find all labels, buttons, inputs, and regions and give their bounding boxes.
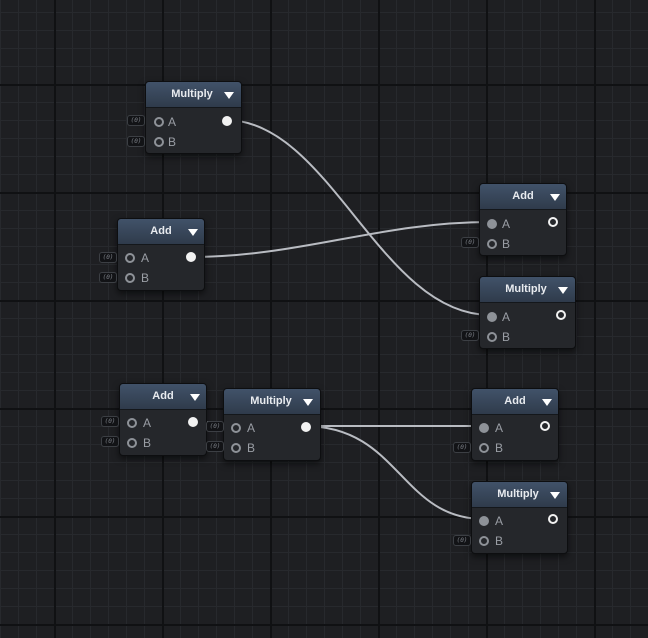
circle-port-icon[interactable] <box>479 443 489 453</box>
port-label: B <box>168 135 177 149</box>
circle-port-icon[interactable] <box>231 443 241 453</box>
circle-port-icon[interactable] <box>487 219 497 229</box>
output-port[interactable] <box>548 514 558 524</box>
circle-port-icon[interactable] <box>125 273 135 283</box>
node-title: Add <box>152 390 174 402</box>
node-title: Multiply <box>497 488 539 500</box>
add-node[interactable]: Add A B <box>119 383 207 456</box>
triangle-down-icon[interactable] <box>548 190 562 204</box>
circle-port-icon[interactable] <box>154 117 164 127</box>
add-node[interactable]: Add A B <box>117 218 205 291</box>
port-label: B <box>502 330 511 344</box>
port-label: B <box>502 237 511 251</box>
node-header[interactable]: Multiply <box>480 277 575 303</box>
circle-port-icon[interactable] <box>127 418 137 428</box>
node-title: Multiply <box>505 283 547 295</box>
node-header[interactable]: Add <box>118 219 204 245</box>
add-node[interactable]: Add A B <box>471 388 559 461</box>
circle-port-icon[interactable] <box>127 438 137 448</box>
port-label: A <box>247 421 256 435</box>
node-title: Add <box>512 190 534 202</box>
triangle-down-icon[interactable] <box>301 395 315 409</box>
default-value-a[interactable]: (0) <box>206 421 224 432</box>
default-value-b[interactable]: (0) <box>101 436 119 447</box>
node-title: Add <box>150 225 172 237</box>
triangle-down-icon[interactable] <box>186 225 200 239</box>
node-header[interactable]: Multiply <box>224 389 320 415</box>
circle-port-icon[interactable] <box>479 423 489 433</box>
circle-port-icon[interactable] <box>154 137 164 147</box>
circle-port-icon[interactable] <box>479 536 489 546</box>
default-value-a[interactable]: (0) <box>99 252 117 263</box>
circle-port-icon[interactable] <box>125 253 135 263</box>
node-title: Multiply <box>250 395 292 407</box>
port-label: B <box>247 441 256 455</box>
port-label: A <box>495 514 504 528</box>
node-header[interactable]: Multiply <box>146 82 241 108</box>
wire-multiply-to-multiply-lower[interactable] <box>303 425 485 520</box>
circle-port-icon[interactable] <box>487 239 497 249</box>
circle-port-icon[interactable] <box>479 516 489 526</box>
default-value-b[interactable]: (0) <box>206 441 224 452</box>
port-label: A <box>168 115 177 129</box>
default-value-a[interactable]: (0) <box>127 115 145 126</box>
circle-port-icon[interactable] <box>487 312 497 322</box>
output-port[interactable] <box>188 417 198 427</box>
output-port[interactable] <box>548 217 558 227</box>
circle-port-icon[interactable] <box>487 332 497 342</box>
output-port[interactable] <box>301 422 311 432</box>
multiply-node[interactable]: Multiply A B <box>223 388 321 461</box>
output-port[interactable] <box>222 116 232 126</box>
port-label: A <box>502 310 511 324</box>
triangle-down-icon[interactable] <box>540 395 554 409</box>
node-title: Multiply <box>171 88 213 100</box>
node-title: Add <box>504 395 526 407</box>
node-header[interactable]: Multiply <box>472 482 567 508</box>
default-value-b[interactable]: (0) <box>453 442 471 453</box>
output-port[interactable] <box>556 310 566 320</box>
port-label: A <box>143 416 152 430</box>
port-label: B <box>143 436 152 450</box>
default-value-b[interactable]: (0) <box>461 330 479 341</box>
default-value-b[interactable]: (0) <box>461 237 479 248</box>
multiply-node[interactable]: Multiply A B <box>145 81 242 154</box>
triangle-down-icon[interactable] <box>222 88 236 102</box>
add-node[interactable]: Add A B <box>479 183 567 256</box>
multiply-node[interactable]: Multiply A B <box>479 276 576 349</box>
node-header[interactable]: Add <box>120 384 206 410</box>
port-label: A <box>495 421 504 435</box>
node-header[interactable]: Add <box>480 184 566 210</box>
circle-port-icon[interactable] <box>231 423 241 433</box>
wire-multiply-to-multiply[interactable] <box>225 119 491 316</box>
output-port[interactable] <box>540 421 550 431</box>
port-label: B <box>495 441 504 455</box>
triangle-down-icon[interactable] <box>548 488 562 502</box>
default-value-b[interactable]: (0) <box>127 136 145 147</box>
default-value-b[interactable]: (0) <box>453 535 471 546</box>
multiply-node[interactable]: Multiply A B <box>471 481 568 554</box>
port-label: B <box>495 534 504 548</box>
triangle-down-icon[interactable] <box>188 390 202 404</box>
port-label: A <box>502 217 511 231</box>
wire-add-to-add[interactable] <box>189 221 491 258</box>
default-value-b[interactable]: (0) <box>99 272 117 283</box>
port-label: A <box>141 251 150 265</box>
node-header[interactable]: Add <box>472 389 558 415</box>
output-port[interactable] <box>186 252 196 262</box>
default-value-a[interactable]: (0) <box>101 416 119 427</box>
triangle-down-icon[interactable] <box>556 283 570 297</box>
port-label: B <box>141 271 150 285</box>
